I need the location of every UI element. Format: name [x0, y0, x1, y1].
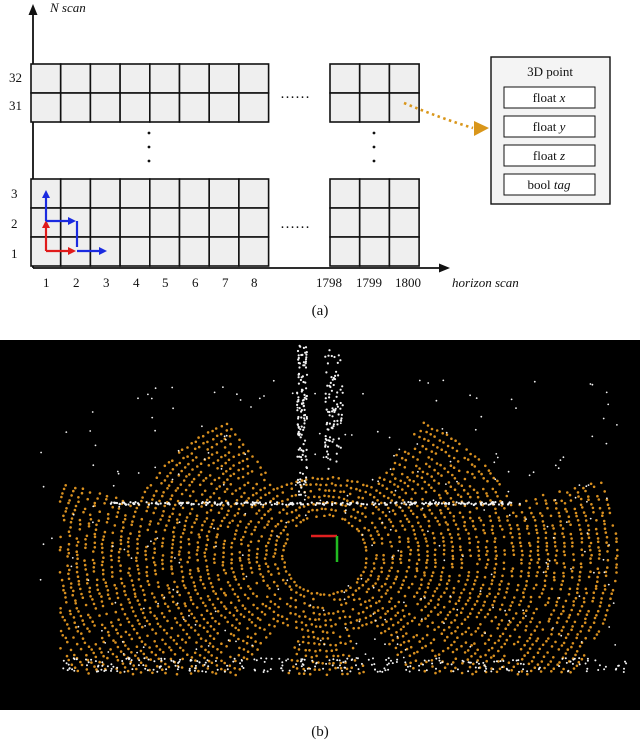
vertical-ellipsis	[147, 131, 376, 163]
field-bool-tag: bool tag	[528, 177, 571, 192]
grid-cell	[238, 63, 270, 94]
grid-cell	[178, 207, 211, 238]
col-label: 3	[103, 275, 110, 290]
grid-cell	[89, 63, 121, 94]
grid-cell	[329, 236, 361, 267]
col-label: 1	[43, 275, 50, 290]
grid-cell	[59, 178, 92, 209]
field-float-x: float x	[533, 90, 566, 105]
grid-cell	[208, 207, 240, 238]
grid-cell	[119, 63, 151, 94]
grid-cell	[149, 92, 181, 123]
row-label: 32	[9, 70, 22, 85]
row-label: 31	[9, 98, 22, 113]
col-label: 7	[222, 275, 229, 290]
col-label: 4	[133, 275, 140, 290]
grid-cell	[388, 236, 420, 267]
grid-cell	[119, 236, 151, 267]
grid-cell	[208, 236, 240, 267]
grid-cell	[178, 236, 211, 267]
point-struct-box: 3D point float x float y float z bool ta…	[490, 56, 611, 205]
grid-cell	[238, 178, 270, 209]
grid-cell	[178, 92, 211, 123]
grid-cell	[59, 207, 92, 238]
grid-cell	[30, 92, 62, 123]
range-image-grid	[30, 63, 420, 267]
grid-cell	[59, 92, 92, 123]
row-label: 3	[11, 186, 18, 201]
caption-b: (b)	[311, 724, 329, 740]
grid-cell	[388, 178, 420, 209]
grid-cell	[238, 92, 270, 123]
grid-cell	[89, 207, 121, 238]
grid-cell	[208, 63, 240, 94]
link-arrow	[403, 101, 489, 136]
y-axis-label: N scan	[49, 0, 86, 15]
col-label: 1799	[356, 275, 382, 290]
col-label: 6	[192, 275, 199, 290]
range-image-diagram: N scan horizon scan 32 31 3 2 1 1 2 3 4 …	[9, 0, 611, 319]
grid-cell	[149, 207, 181, 238]
x-axis-label: horizon scan	[452, 275, 519, 290]
grid-cell	[358, 236, 391, 267]
grid-cell	[149, 236, 181, 267]
row-labels: 32 31 3 2 1	[9, 70, 22, 261]
point-struct-title: 3D point	[527, 64, 573, 79]
col-label: 1798	[316, 275, 342, 290]
grid-cell	[89, 92, 121, 123]
grid-cell	[149, 63, 181, 94]
neighbor-arrows	[42, 190, 107, 255]
caption-b-area: (b)	[311, 724, 329, 740]
grid-cell	[358, 178, 391, 209]
grid-cell	[388, 92, 420, 123]
caption-a: (a)	[312, 303, 329, 319]
grid-cell	[238, 236, 270, 267]
grid-cell	[30, 63, 62, 94]
sensor-axes	[311, 534, 339, 562]
col-label: 8	[251, 275, 258, 290]
grid-cell	[329, 207, 361, 238]
grid-cell	[119, 207, 151, 238]
grid-cell	[208, 92, 240, 123]
sensor-blind-spot	[287, 517, 363, 589]
grid-cell	[149, 178, 181, 209]
row-label: 2	[11, 216, 18, 231]
col-label: 2	[73, 275, 80, 290]
grid-cell	[89, 178, 121, 209]
grid-cell	[358, 207, 391, 238]
grid-cell	[388, 207, 420, 238]
grid-cell	[238, 207, 270, 238]
grid-cell	[59, 63, 92, 94]
col-label: 1800	[395, 275, 421, 290]
grid-cell	[178, 178, 211, 209]
field-float-z: float z	[533, 148, 565, 163]
grid-cell	[178, 63, 211, 94]
grid-cell	[208, 178, 240, 209]
lidar-point-cloud	[0, 340, 640, 710]
grid-cell	[388, 63, 420, 94]
grid-cell	[329, 178, 361, 209]
column-labels: 1 2 3 4 5 6 7 8 1798 1799 1800	[43, 275, 421, 290]
grid-cell	[329, 63, 361, 94]
grid-cell	[329, 92, 361, 123]
horizontal-ellipsis: ……	[280, 86, 310, 102]
grid-cell	[358, 92, 391, 123]
row-label: 1	[11, 246, 18, 261]
grid-cell	[119, 178, 151, 209]
col-label: 5	[162, 275, 169, 290]
grid-cell	[358, 63, 391, 94]
point-cloud-points	[39, 344, 628, 677]
grid-cell	[119, 92, 151, 123]
field-float-y: float y	[533, 119, 566, 134]
horizontal-ellipsis: ……	[280, 216, 310, 232]
